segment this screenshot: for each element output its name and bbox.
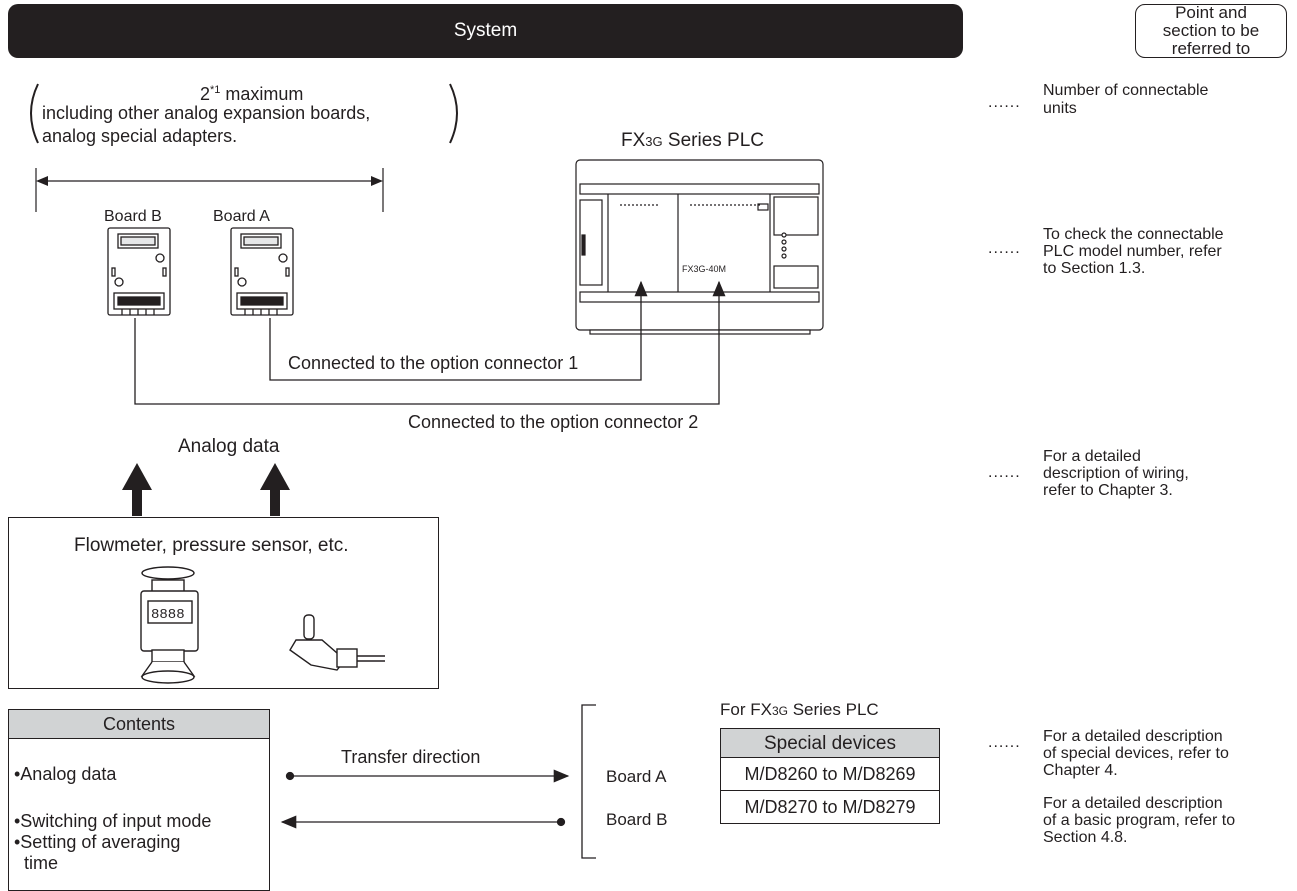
contents-item-averaging-cont: time	[24, 853, 59, 873]
ref-wiring-3: refer to Chapter 3.	[1043, 482, 1173, 499]
special-caption-suffix: Series PLC	[787, 700, 879, 719]
ref-wiring-1: For a detailed	[1043, 448, 1141, 465]
special-devices-title: Special devices	[763, 732, 897, 754]
max-count-number: 2	[200, 84, 211, 104]
transfer-arrow-from-board	[280, 815, 566, 829]
sensor-box	[8, 517, 439, 689]
connector-2-label: Connected to the option connector 2	[408, 412, 699, 432]
special-devices-range-b: M/D8270 to M/D8279	[744, 797, 916, 817]
ref-special-2: of special devices, refer to	[1043, 745, 1229, 762]
special-devices-header: Special devices	[720, 728, 940, 758]
flowmeter-display: 8888	[151, 607, 185, 623]
special-devices-caption: For FX3G Series PLC	[720, 700, 879, 721]
board-a-graphic	[230, 227, 294, 316]
ref-model-2: PLC model number, refer	[1043, 243, 1222, 260]
connector-1-label: Connected to the option connector 1	[288, 353, 579, 373]
board-bracket	[581, 704, 596, 859]
special-caption-prefix: For FX	[720, 700, 772, 719]
ref-connectable-units-1: Number of connectable	[1043, 82, 1209, 99]
ref-connectable-units-2: units	[1043, 100, 1077, 117]
ref-dots-1: ......	[988, 94, 1021, 111]
plc-graphic	[575, 159, 824, 335]
special-devices-row-b: M/D8270 to M/D8279	[720, 790, 940, 824]
ref-dots-2: ......	[988, 240, 1021, 257]
contents-item-analog: •Analog data	[14, 764, 117, 784]
ref-dots-3: ......	[988, 464, 1021, 481]
ref-wiring-2: description of wiring,	[1043, 465, 1189, 482]
analog-data-label: Analog data	[178, 436, 280, 457]
count-note-line2: analog special adapters.	[42, 126, 238, 146]
reference-header-label: Point and section to be referred to	[1162, 3, 1260, 58]
max-count: 2*1 maximum	[200, 80, 303, 104]
transfer-board-a: Board A	[606, 767, 667, 786]
reference-header: Point and section to be referred to	[1135, 4, 1287, 58]
connector-1-line	[269, 280, 648, 381]
connector-2-line	[134, 280, 726, 405]
special-caption-sub: 3G	[771, 704, 788, 718]
max-count-label: maximum	[220, 84, 304, 104]
plc-model-label: FX3G-40M	[682, 264, 726, 274]
ref-program-3: Section 4.8.	[1043, 829, 1128, 846]
contents-item-averaging: •Setting of averaging	[14, 832, 181, 852]
system-header: System	[8, 4, 963, 58]
board-a-label: Board A	[213, 208, 270, 225]
transfer-arrow-to-board	[285, 769, 570, 783]
special-devices-range-a: M/D8260 to M/D8269	[744, 764, 916, 784]
ref-program-2: of a basic program, refer to	[1043, 812, 1236, 829]
count-note-line1: including other analog expansion boards,	[42, 103, 371, 123]
transfer-board-b: Board B	[606, 810, 668, 829]
right-paren	[449, 83, 458, 144]
footnote-marker: *1	[210, 84, 221, 96]
system-header-label: System	[453, 20, 518, 41]
analog-up-arrow-1	[122, 463, 152, 516]
contents-header: Contents	[8, 709, 270, 739]
plc-title-sub: 3G	[645, 134, 663, 149]
pressure-sensor-icon	[289, 614, 385, 671]
plc-title-prefix: FX	[621, 130, 646, 151]
contents-item-input-mode: •Switching of input mode	[14, 811, 212, 831]
plc-title: FX3G Series PLC	[621, 130, 764, 152]
ref-program-1: For a detailed description	[1043, 795, 1223, 812]
board-b-graphic	[107, 227, 171, 316]
ref-model-1: To check the connectable	[1043, 226, 1224, 243]
transfer-direction-label: Transfer direction	[341, 747, 481, 767]
plc-title-suffix: Series PLC	[662, 130, 764, 151]
ref-model-3: to Section 1.3.	[1043, 260, 1146, 277]
board-b-label: Board B	[104, 208, 162, 225]
span-arrow	[35, 168, 384, 212]
ref-dots-4: ......	[988, 734, 1021, 751]
flowmeter-icon	[140, 566, 199, 684]
analog-up-arrow-2	[260, 463, 290, 516]
ref-special-3: Chapter 4.	[1043, 762, 1118, 779]
ref-special-1: For a detailed description	[1043, 728, 1223, 745]
left-paren	[30, 83, 39, 144]
sensor-box-title: Flowmeter, pressure sensor, etc.	[74, 535, 349, 556]
contents-title: Contents	[102, 714, 176, 734]
